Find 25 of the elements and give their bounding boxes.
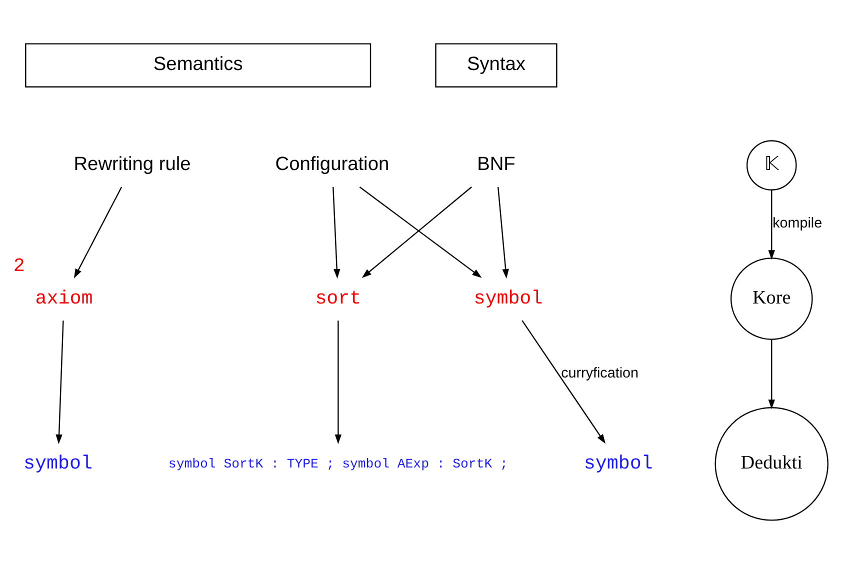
node-text: symbol SortK : TYPE ; symbol AExp : SortK ;: [168, 456, 508, 471]
arrow: [768, 189, 775, 260]
arrow: [74, 186, 122, 278]
node-circle: 𝕂: [746, 140, 797, 190]
node-text: symbol: [24, 452, 92, 474]
node-text: axiom: [35, 286, 93, 309]
arrow: [768, 339, 775, 409]
node-text: sort: [315, 286, 362, 309]
node-circle: Kore: [730, 257, 813, 340]
arrow: [522, 320, 606, 444]
node-text: Rewriting rule: [74, 153, 191, 174]
arrow: [332, 186, 340, 278]
node-text: BNF: [477, 153, 516, 174]
node-circle: Dedukti: [714, 406, 828, 520]
arrow: [56, 320, 64, 444]
arrow: [498, 186, 509, 278]
node-box: Syntax: [435, 42, 558, 87]
node-text: symbol: [474, 286, 543, 309]
edge-label: kompile: [772, 215, 822, 232]
node-box: Semantics: [25, 42, 372, 87]
node-text: Configuration: [275, 153, 390, 174]
node-label: 2: [13, 254, 25, 276]
edge-label: curryfication: [561, 364, 639, 381]
arrow: [334, 320, 342, 444]
node-text: symbol: [584, 452, 653, 474]
